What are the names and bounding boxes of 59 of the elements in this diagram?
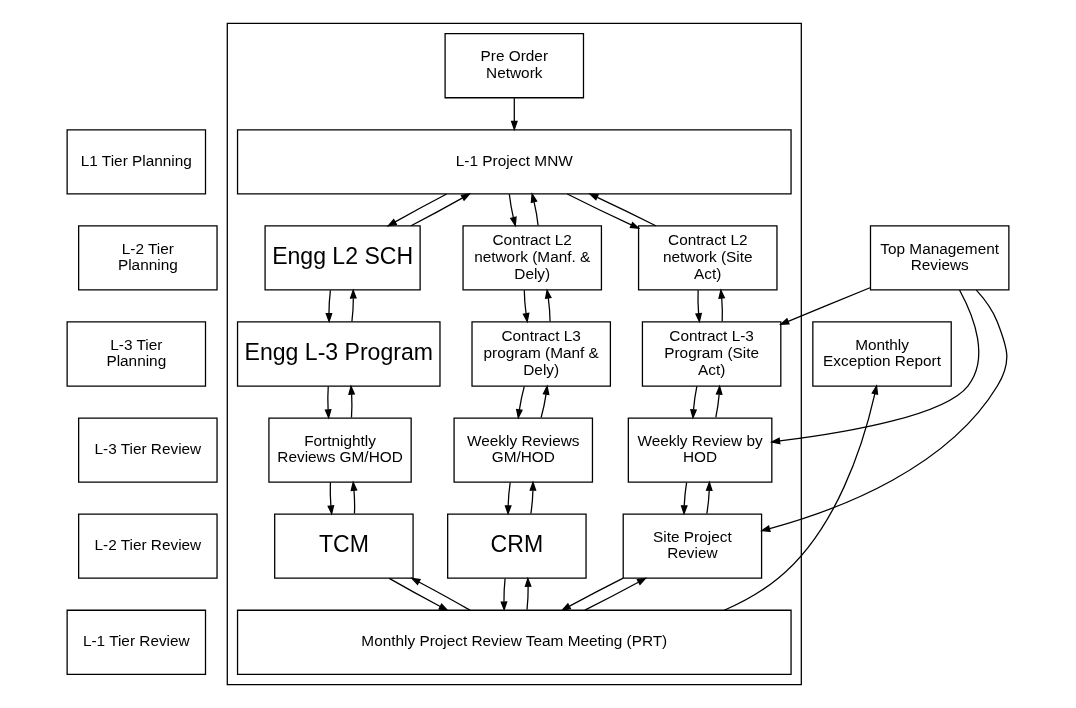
node-box: Contract L-3 Program (Site Act) [641,321,782,387]
arrow [325,289,333,324]
arrow [718,288,726,323]
arrow [694,289,703,324]
node-box: CRM [447,513,587,579]
arrow [410,193,472,227]
arrow [510,97,518,132]
arrow [530,192,539,226]
arrow [715,384,723,419]
arrow [779,287,871,326]
node-box: L-2 Tier Planning [78,225,218,291]
arrow [388,577,449,612]
node-box: TCM [274,513,414,579]
arrow [349,288,357,323]
arrow [410,577,471,611]
node-box: Pre Order Network [444,33,585,99]
node-box: Site Project Review [622,513,763,579]
node-box: Engg L2 SCH [264,225,421,291]
arrow [566,193,641,230]
arrow [524,576,532,611]
arrow [522,289,530,324]
node-box: Weekly Reviews GM/HOD [453,417,594,483]
arrow [500,578,508,612]
node-box: L-2 Tier Review [78,513,218,579]
arrow [515,385,525,420]
node-box: Engg L-3 Program [236,321,441,387]
node-box: Weekly Review by HOD [627,417,773,483]
node-box: L-1 Tier Review [66,609,207,675]
arrow [350,480,358,515]
node-box: L-3 Tier Review [78,417,218,483]
arrow [588,193,657,227]
arrow [386,193,448,227]
arrow [324,385,332,420]
arrow [689,385,698,420]
node-box: L-1 Project MNW [236,129,792,195]
arrow [705,480,713,515]
arrow [723,384,879,611]
node-box: Contract L3 program (Manf & Dely) [471,321,612,387]
arrow [504,481,512,516]
arrow [560,577,624,611]
node-box: L-3 Tier Planning [66,321,207,387]
cluster [226,22,802,686]
node-box: L1 Tier Planning [66,129,207,195]
node-box: Contract L2 network (Manf. & Dely) [462,225,603,291]
node-box: Top Management Reviews [869,225,1010,291]
node-box: Monthly Project Review Team Meeting (PRT) [236,609,792,675]
node-box: Monthly Exception Report [812,321,952,387]
node-box: Fortnightly Reviews GM/HOD [268,417,412,483]
arrow [769,289,980,445]
arrow [540,384,550,419]
arrow [348,384,356,419]
arrow [584,577,648,611]
arrow [544,288,552,323]
arrow [529,480,537,515]
arrow [327,481,335,516]
arrow [508,193,517,228]
arrow [680,481,688,516]
arrow [760,289,1008,533]
node-box: Contract L2 network (Site Act) [637,225,778,291]
